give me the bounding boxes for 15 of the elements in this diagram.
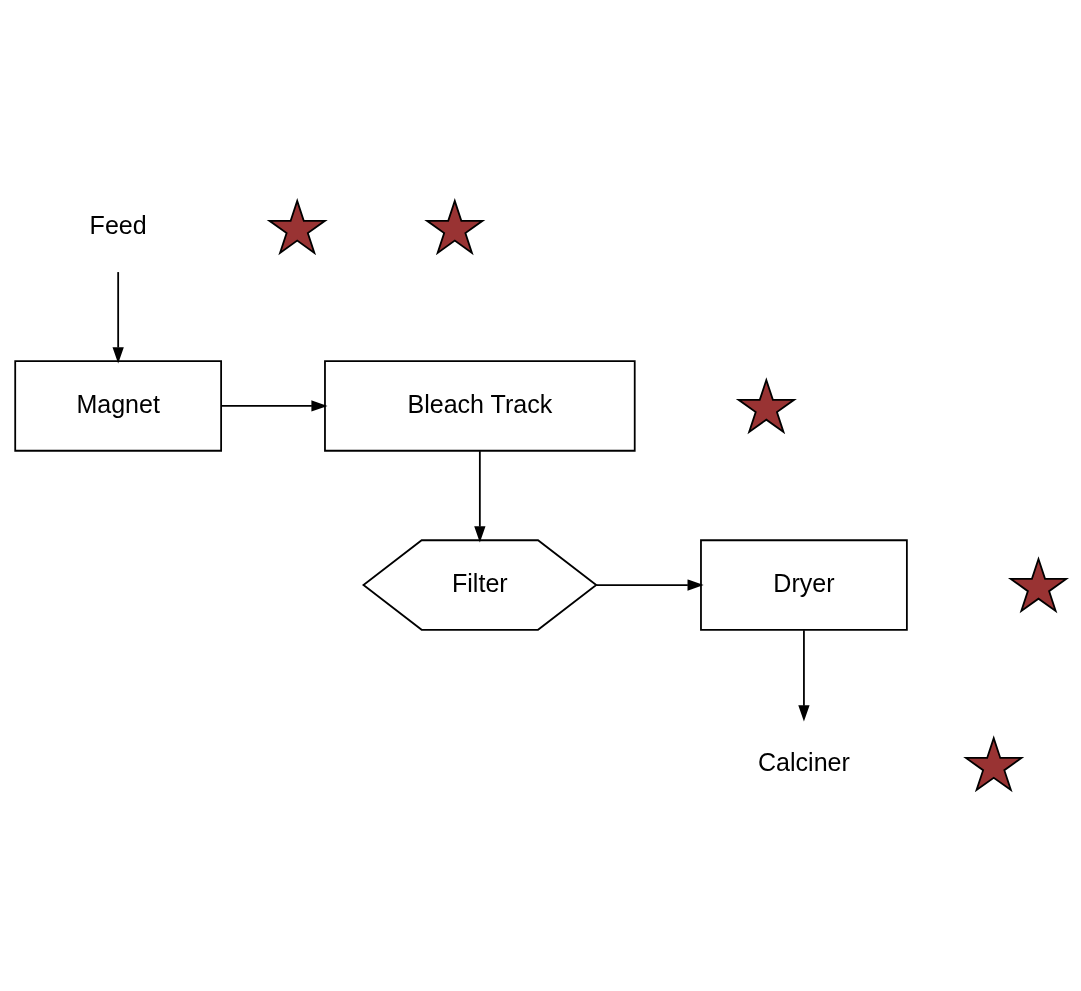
arrow bbox=[595, 579, 704, 591]
arrow bbox=[112, 271, 124, 364]
node-star bbox=[735, 377, 797, 435]
node-star bbox=[963, 735, 1025, 793]
node-star bbox=[424, 198, 486, 256]
arrow bbox=[798, 629, 810, 722]
node-text: Calciner bbox=[757, 747, 850, 776]
node-box: Dryer bbox=[700, 539, 908, 631]
node-text: Feed bbox=[89, 210, 147, 239]
arrow bbox=[474, 450, 486, 543]
node-box: Magnet bbox=[14, 360, 222, 452]
node-star bbox=[266, 198, 328, 256]
node-box: Bleach Track bbox=[324, 360, 636, 452]
node-star bbox=[1007, 556, 1070, 614]
arrow bbox=[220, 400, 328, 412]
